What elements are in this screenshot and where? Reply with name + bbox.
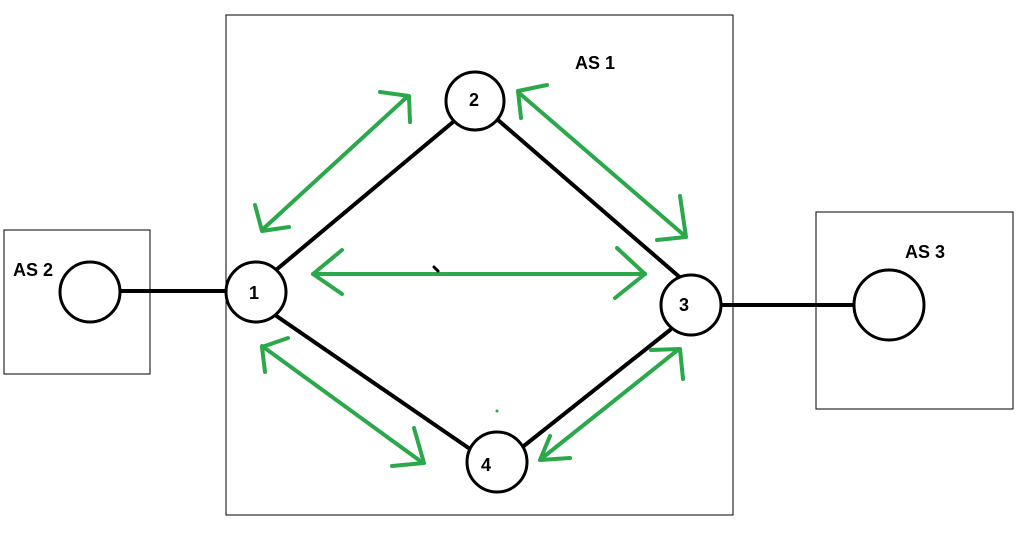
router-2-label: 2 [469,90,479,110]
as3-label: AS 3 [905,242,945,262]
arrow-r1-r3 [311,246,647,300]
as3-router-node [852,268,926,342]
router-2-node [444,70,506,132]
stray-mark [432,265,440,273]
router-4-node [465,430,529,494]
link-r1-r2 [274,120,455,272]
link-r4-r3 [518,328,672,451]
as2-label: AS 2 [13,260,53,280]
link-r2-r3 [496,118,685,282]
router-3-node [659,273,723,337]
arrow-r1-r2 [253,90,412,233]
as2-router-node [58,260,122,324]
as1-label: AS 1 [575,53,615,73]
arrow-r4-r3 [538,347,685,462]
router-1-label: 1 [249,283,259,303]
router-4-label: 4 [481,455,491,475]
stray-dot [495,409,499,413]
arrow-r1-r4 [260,336,426,468]
link-r1-r4 [273,313,472,451]
arrow-r2-r3 [516,83,688,242]
router-1-node [224,260,288,324]
router-3-label: 3 [679,295,689,315]
